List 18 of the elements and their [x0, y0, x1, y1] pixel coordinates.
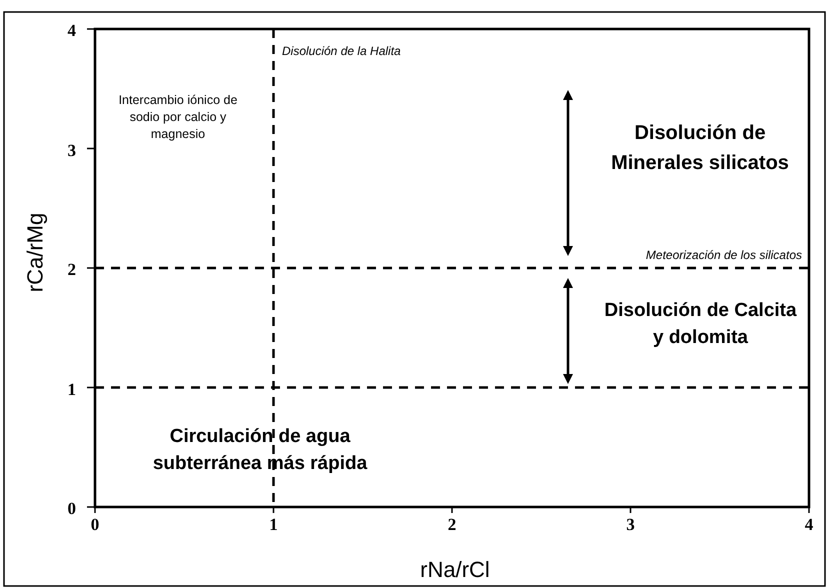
axis-tick-label: 2 [446, 514, 458, 536]
region-label: Disolución de Minerales silicatos [610, 121, 790, 176]
annotation-text: Intercambio iónico de sodio por calcio y magnesio [118, 92, 238, 143]
axis-tick-label: 1 [268, 514, 279, 536]
axis-tick-label: 0 [66, 498, 76, 520]
axis-tick-label: 1 [66, 378, 76, 400]
axis-tick-label: 0 [90, 514, 100, 536]
axis-tick-label: 4 [804, 514, 814, 536]
annotation-text: Meteorización de los silicatos [644, 247, 802, 264]
annotation-text: Disolución de la Halita [282, 43, 402, 60]
axis-tick-label: 4 [66, 20, 76, 42]
axis-title: rCa/rMg [22, 212, 48, 294]
axis-tick-label: 3 [625, 514, 636, 536]
axis-title: rNa/rCl [419, 556, 491, 584]
axis-tick-label: 3 [66, 140, 76, 162]
region-label: Circulación de agua subterránea más rápida [152, 425, 368, 476]
axis-tick-label: 2 [66, 259, 76, 281]
region-label: Disolución de Calcita y dolomita [603, 299, 798, 350]
